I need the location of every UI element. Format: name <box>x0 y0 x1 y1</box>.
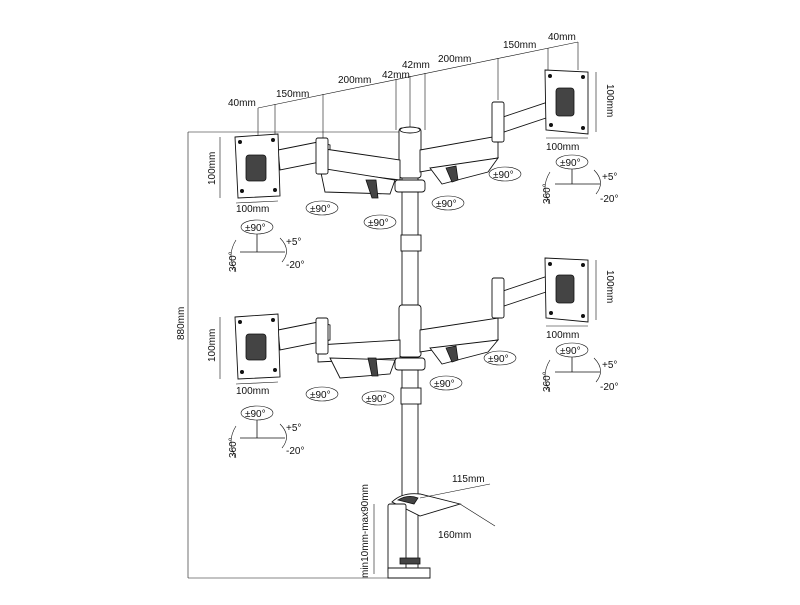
rotate-label-ul: 360° <box>228 251 239 272</box>
dim-200mm-left: 200mm <box>338 75 371 86</box>
swivel-label-plate-ul: ±90° <box>245 223 266 234</box>
dim-40mm-right: 40mm <box>548 32 576 43</box>
motion-symbol-lower-right <box>544 342 601 393</box>
clamp-115mm-label: 115mm <box>452 474 485 485</box>
tilt-down-label-ul: -20° <box>286 260 304 271</box>
plate-height-upper-left: 100mm <box>207 152 218 185</box>
lower-right-arm <box>419 275 553 365</box>
dim-150mm-left: 150mm <box>276 89 309 100</box>
rotate-label-ll: 360° <box>228 437 239 458</box>
plate-dimension-lines <box>219 72 597 385</box>
swivel-label-5: ±90° <box>310 390 331 401</box>
swivel-arcs <box>305 166 522 406</box>
lower-left-arm <box>277 317 401 379</box>
tilt-up-label-lr: +5° <box>602 360 617 371</box>
plate-width-upper-left: 100mm <box>236 204 269 215</box>
swivel-label-6: ±90° <box>366 394 387 405</box>
dim-200mm-right: 200mm <box>438 54 471 65</box>
rotate-label-ur: 360° <box>542 183 553 204</box>
tilt-down-label-lr: -20° <box>600 382 618 393</box>
dim-40mm-left: 40mm <box>228 98 256 109</box>
upper-left-arm <box>277 137 401 199</box>
tilt-down-label-ur: -20° <box>600 194 618 205</box>
tilt-up-label-ll: +5° <box>286 423 301 434</box>
swivel-label-3: ±90° <box>436 199 457 210</box>
dim-150mm-right: 150mm <box>503 40 536 51</box>
swivel-label-8: ±90° <box>488 354 509 365</box>
swivel-label-1: ±90° <box>310 204 331 215</box>
tilt-up-label-ur: +5° <box>602 172 617 183</box>
swivel-label-4: ±90° <box>493 170 514 181</box>
plate-width-lower-left: 100mm <box>236 386 269 397</box>
motion-symbol-lower-left <box>230 405 287 459</box>
motion-symbol-upper-right <box>544 154 601 205</box>
desk-clamp <box>373 483 496 579</box>
dim-880mm: 880mm <box>176 307 187 340</box>
dim-42mm-right: 42mm <box>402 60 430 71</box>
vesa-plate-lower-right <box>544 257 589 323</box>
dim-42mm-left: 42mm <box>382 70 410 81</box>
pole <box>394 126 426 577</box>
vesa-plate-lower-left <box>234 313 281 380</box>
swivel-label-plate-ur: ±90° <box>560 158 581 169</box>
plate-height-lower-right: 100mm <box>604 270 615 303</box>
swivel-label-7: ±90° <box>434 379 455 390</box>
upper-right-arm <box>419 101 553 185</box>
plate-height-lower-left: 100mm <box>207 329 218 362</box>
plate-height-upper-right: 100mm <box>604 84 615 117</box>
swivel-label-plate-ll: ±90° <box>245 409 266 420</box>
swivel-label-2: ±90° <box>368 218 389 229</box>
clamp-range-label: min10mm-max90mm <box>360 484 371 578</box>
rotate-label-lr: 360° <box>542 371 553 392</box>
tilt-up-label-ul: +5° <box>286 237 301 248</box>
vesa-plate-upper-left <box>234 133 281 199</box>
tilt-down-label-ll: -20° <box>286 446 304 457</box>
vesa-plate-upper-right <box>544 69 589 135</box>
clamp-160mm-label: 160mm <box>438 530 471 541</box>
top-dimension-lines <box>187 41 579 579</box>
plate-width-upper-right: 100mm <box>546 142 579 153</box>
swivel-label-plate-lr: ±90° <box>560 346 581 357</box>
plate-width-lower-right: 100mm <box>546 330 579 341</box>
motion-symbol-upper-left <box>230 219 287 273</box>
